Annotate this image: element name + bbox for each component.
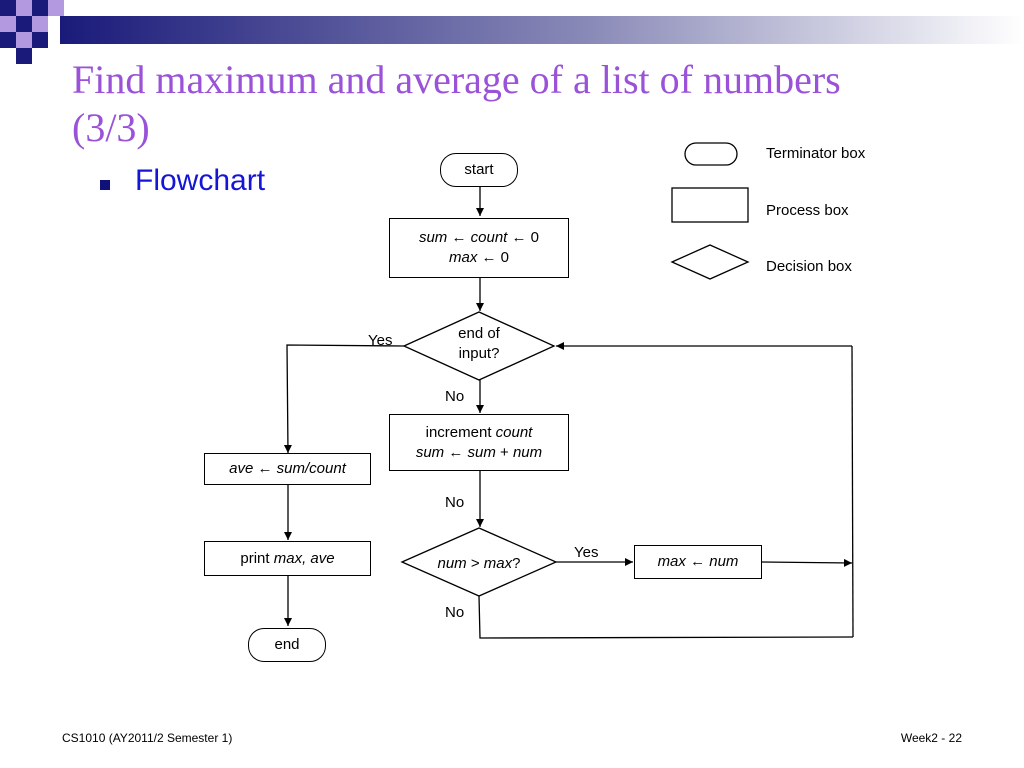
end-of-input-label: end of input? <box>458 325 500 362</box>
init-line-2: max ← 0 <box>448 249 510 266</box>
legend-process-shape <box>671 187 749 223</box>
legend-decision-label: Decision box <box>766 258 852 275</box>
average-line: ave ← sum/count <box>229 460 346 477</box>
bullet-flowchart: Flowchart <box>135 164 266 197</box>
slide-title: Find maximum and average of a list of nu… <box>72 56 972 152</box>
edge-label-no-end-of-input: No <box>445 388 465 405</box>
end-label: end <box>274 636 300 653</box>
footer-page-number: Week2 - 22 <box>900 731 962 745</box>
legend-terminator-label: Terminator box <box>766 145 866 162</box>
compare-label: num > max? <box>437 555 521 572</box>
init-line-1: sum ← count ← 0 <box>418 229 540 246</box>
legend-decision-shape <box>670 244 750 280</box>
title-line-1: Find maximum and average of a list of nu… <box>72 57 841 102</box>
assign-max-process-box: max ← num <box>634 545 762 579</box>
edge-label-yes-end-of-input: Yes <box>368 332 393 349</box>
bullet-square-icon <box>100 180 110 190</box>
assign-max-line: max ← num <box>657 553 739 570</box>
checker-logo-icon <box>0 0 64 64</box>
end-of-input-diamond <box>402 311 556 381</box>
legend-terminator-shape <box>684 142 738 166</box>
average-process-box: ave ← sum/count <box>204 453 371 485</box>
increment-line-1: increment count <box>425 423 533 441</box>
print-process-box: print max, ave <box>204 541 371 576</box>
increment-process-box: increment count sum ← sum + num <box>389 414 569 471</box>
end-terminator: end <box>248 628 326 662</box>
print-line: print max, ave <box>240 549 335 567</box>
header-gradient-band <box>60 16 1024 44</box>
init-process-box: sum ← count ← 0 max ← 0 <box>389 218 569 278</box>
edge-label-no-compare: No <box>445 604 465 621</box>
legend-process-label: Process box <box>766 202 849 219</box>
footer-course: CS1010 (AY2011/2 Semester 1) <box>62 731 233 745</box>
increment-line-2: sum ← sum + num <box>415 443 543 461</box>
edge-label-no-middle: No <box>445 494 465 511</box>
edge-label-yes-compare: Yes <box>574 544 599 561</box>
start-label: start <box>464 161 494 178</box>
start-terminator: start <box>440 153 518 187</box>
title-line-2: (3/3) <box>72 105 150 150</box>
